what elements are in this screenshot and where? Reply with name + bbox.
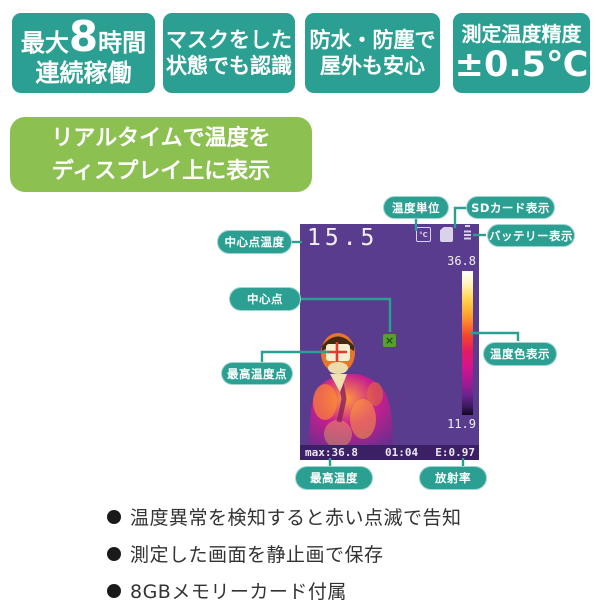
callout-emissivity: 放射率 (419, 466, 487, 490)
bullet-dot-icon (107, 509, 121, 524)
feature-text: 状態でも認識 (166, 54, 292, 78)
thermal-person-image (308, 333, 393, 445)
bullet-dot-icon (107, 546, 121, 561)
temperature-unit-icon: °C (416, 227, 431, 242)
list-item: 温度異常を検知すると赤い点滅で告知 (107, 503, 462, 530)
feature-box-waterproof: 防水・防塵で 屋外も安心 (305, 13, 440, 93)
sd-card-icon (440, 227, 453, 242)
thermal-display-screen: 15.5 °C 36.8 11.9 (300, 224, 479, 460)
feature-text: 連続稼働 (35, 59, 132, 87)
bullet-text: 測定した画面を静止画で保存 (130, 544, 384, 566)
bullet-text: 8GBメモリーカード付属 (130, 581, 347, 600)
callout-temperature-color-scale: 温度色表示 (483, 342, 557, 366)
feature-big-number: 8 (68, 12, 99, 61)
list-item: 測定した画面を静止画で保存 (107, 540, 462, 567)
feature-text: 最大 (20, 29, 69, 57)
banner-line: ディスプレイ上に表示 (51, 158, 271, 184)
status-icon-row: °C (416, 225, 473, 242)
callout-max-temperature: 最高温度 (295, 466, 373, 490)
feature-bullet-list: 温度異常を検知すると赤い点滅で告知 測定した画面を静止画で保存 8GBメモリーカ… (107, 503, 462, 600)
callout-center-point-temperature: 中心点温度 (217, 230, 292, 254)
max-temperature-readout: max:36.8 (305, 446, 358, 459)
callout-sd-card: SDカード表示 (466, 196, 555, 219)
feature-text: 防水・防塵で (309, 27, 436, 52)
callout-battery: バッテリー表示 (487, 224, 575, 247)
feature-box-accuracy: 測定温度精度 ±0.5℃ (453, 13, 590, 93)
temperature-color-scale (462, 271, 473, 415)
scale-min-value: 11.9 (447, 417, 476, 431)
callout-temperature-unit: 温度単位 (383, 196, 449, 219)
feature-text: 屋外も安心 (320, 54, 425, 78)
list-item: 8GBメモリーカード付属 (107, 577, 462, 600)
realtime-display-banner: リアルタイムで温度を ディスプレイ上に表示 (10, 117, 312, 192)
bullet-dot-icon (107, 583, 121, 598)
max-temp-crosshair (327, 342, 347, 362)
feature-accuracy-value: ±0.5℃ (454, 45, 589, 86)
center-point-crosshair: × (383, 334, 396, 347)
display-status-bar: max:36.8 01:04 E:0.97 (300, 445, 479, 460)
feature-text: マスクをした (166, 27, 292, 52)
emissivity-readout: E:0.97 (435, 446, 475, 459)
bullet-text: 温度異常を検知すると赤い点滅で告知 (130, 507, 462, 529)
callout-center-point: 中心点 (229, 287, 301, 311)
callout-max-temperature-point: 最高温度点 (221, 362, 293, 385)
feature-text: 時間 (98, 29, 147, 57)
banner-line: リアルタイムで温度を (51, 125, 271, 151)
time-readout: 01:04 (385, 446, 419, 459)
battery-icon (462, 225, 473, 242)
feature-box-mask-recognition: マスクをした 状態でも認識 (163, 13, 295, 93)
feature-text: 測定温度精度 (461, 22, 582, 47)
scale-max-value: 36.8 (447, 254, 476, 268)
center-temperature-readout: 15.5 (307, 225, 379, 251)
